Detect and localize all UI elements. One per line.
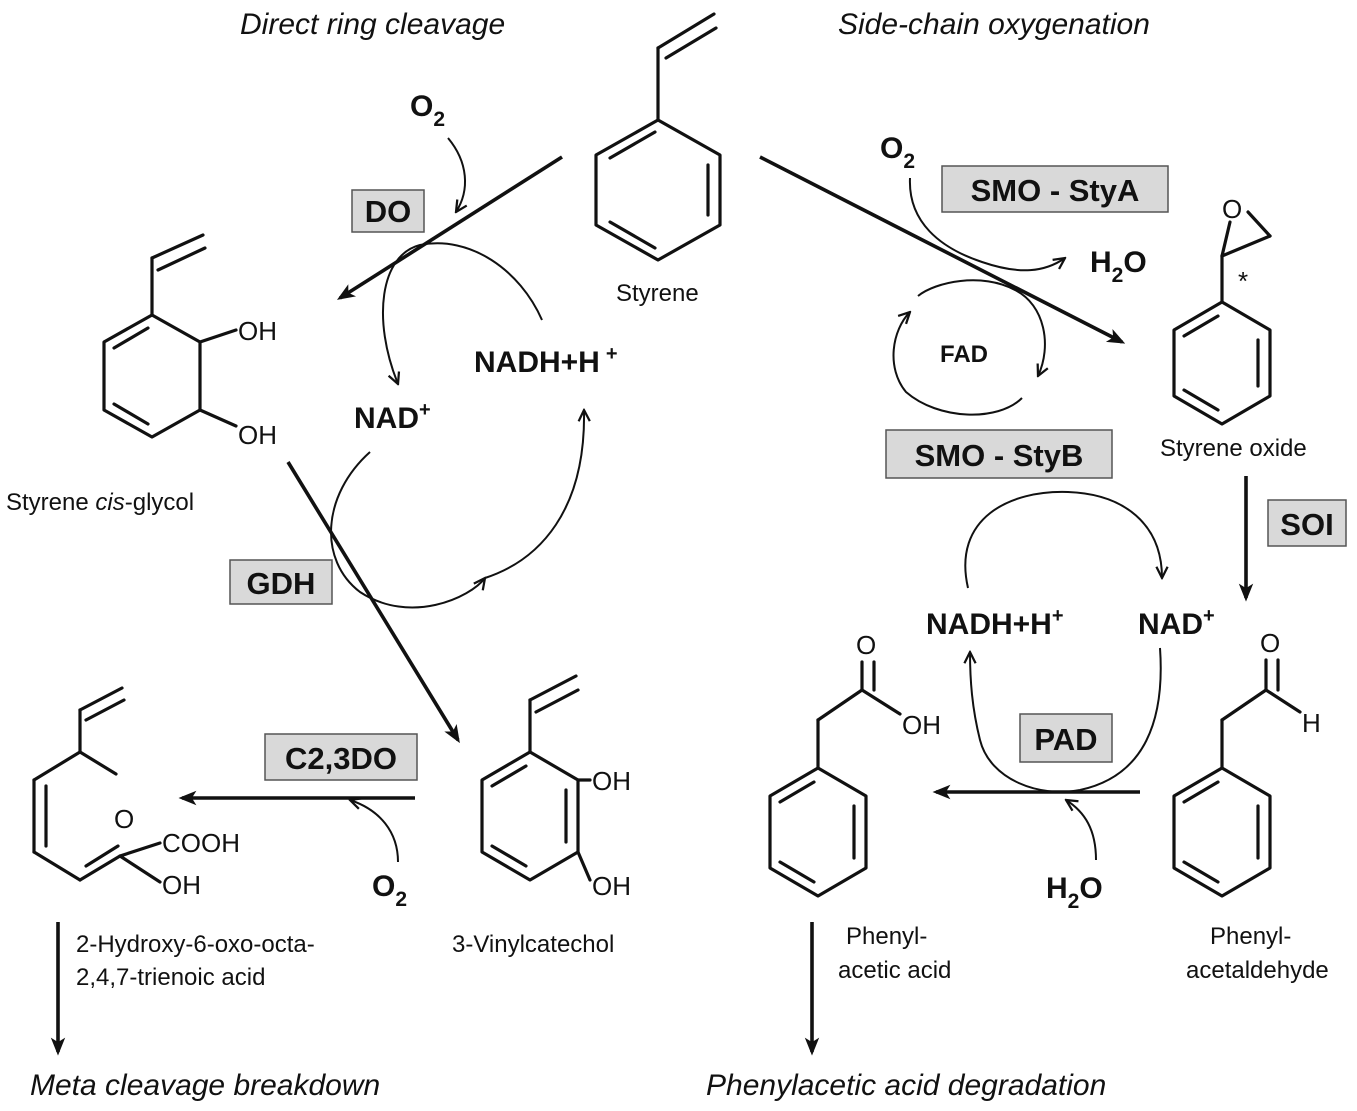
enzyme-c23do: C2,3DO <box>285 741 397 776</box>
atom-oh-trienoic: OH <box>162 870 201 900</box>
label-phenylacetic-line2: acetic acid <box>838 957 951 984</box>
enzyme-box-smo-styb <box>885 429 1113 479</box>
chiral-mark-epoxide: * <box>1238 266 1248 296</box>
label-styrene-cis-glycol: Styrene cis-glycol <box>6 489 194 516</box>
atom-o-aldehyde: O <box>1260 628 1280 658</box>
vinylcatechol-structure <box>480 674 592 882</box>
arrow-nad-to-pad <box>1079 647 1162 791</box>
arrow-h2o-into-pad <box>1066 800 1097 861</box>
arrow-styrene-to-cis-glycol <box>336 155 563 300</box>
styrene-oxide-structure <box>1172 210 1272 426</box>
arrow-fad-cycle-right <box>917 279 1045 376</box>
o2-c23do: O2 <box>372 870 407 911</box>
title-side-chain-oxygenation: Side-chain oxygenation <box>838 8 1150 41</box>
arrow-o2-into-do <box>447 137 465 212</box>
arrow-gdh-to-nadh <box>484 410 584 579</box>
enzyme-smo-styb: SMO - StyB <box>915 438 1084 473</box>
o2-do: O2 <box>410 90 445 131</box>
cofactor-nadh-right: NADH+H+ <box>926 605 1064 641</box>
h2o-smo: H2O <box>1090 246 1147 287</box>
arrow-glycol-to-vinylcatechol <box>286 461 460 744</box>
arrow-o2-into-c23do <box>350 800 399 863</box>
atom-oh-catechol-2: OH <box>592 871 631 901</box>
atom-o-acid: O <box>856 630 876 660</box>
arrow-nadh-to-nad-right <box>964 490 1162 589</box>
atom-oh-catechol-1: OH <box>592 766 631 796</box>
enzyme-box-do <box>351 189 425 233</box>
cofactor-nad-right: NAD+ <box>1138 605 1215 641</box>
enzyme-box-pad <box>1019 713 1113 763</box>
cofactor-nadh-left: NADH+H+ <box>474 343 618 379</box>
atom-o-trienoic: O <box>114 804 134 834</box>
atom-cooh-trienoic: COOH <box>162 828 240 858</box>
enzyme-do: DO <box>365 194 412 229</box>
o2-smo: O2 <box>880 132 915 173</box>
enzyme-box-soi <box>1267 499 1347 547</box>
label-trienoic-line1: 2-Hydroxy-6-oxo-octa- <box>76 931 315 958</box>
h2o-pad: H2O <box>1046 872 1103 913</box>
cofactor-fad: FAD <box>940 341 988 368</box>
styrene-structure <box>594 12 722 262</box>
arrow-nadh-to-nad-do <box>382 242 543 384</box>
atom-h-aldehyde: H <box>1302 708 1321 738</box>
atom-o-epoxide: O <box>1222 194 1242 224</box>
enzyme-box-smo-stya <box>941 165 1169 213</box>
phenylacetic-acid-structure <box>768 660 902 898</box>
enzyme-box-gdh <box>229 559 333 605</box>
cofactor-nad-left: NAD+ <box>354 399 431 435</box>
title-phenylacetic-acid-degradation: Phenylacetic acid degradation <box>706 1069 1106 1102</box>
atom-oh-glycol-1: OH <box>238 316 277 346</box>
atom-oh-glycol-2: OH <box>238 420 277 450</box>
atom-oh-acid: OH <box>902 710 941 740</box>
title-meta-cleavage-breakdown: Meta cleavage breakdown <box>30 1069 380 1102</box>
label-3-vinylcatechol: 3-Vinylcatechol <box>452 931 614 958</box>
phenylacetaldehyde-structure <box>1172 658 1302 898</box>
title-direct-ring-cleavage: Direct ring cleavage <box>240 8 505 41</box>
label-phenylacetic-line1: Phenyl- <box>846 923 927 950</box>
arrow-nad-to-gdh <box>330 451 485 609</box>
enzyme-gdh: GDH <box>247 566 316 601</box>
label-styrene: Styrene <box>616 280 699 307</box>
enzyme-pad: PAD <box>1034 722 1097 757</box>
trienoic-acid-structure <box>32 686 162 884</box>
enzyme-box-c23do <box>264 733 418 781</box>
enzyme-soi: SOI <box>1280 507 1333 542</box>
arrow-fad-cycle-left <box>892 312 1023 416</box>
enzyme-smo-stya: SMO - StyA <box>971 173 1140 208</box>
label-styrene-oxide: Styrene oxide <box>1160 435 1307 462</box>
arrow-styrene-to-oxide <box>759 155 1126 344</box>
label-phenylacetaldehyde-line1: Phenyl- <box>1210 923 1291 950</box>
styrene-cis-glycol-structure <box>102 233 238 439</box>
label-phenylacetaldehyde-line2: acetaldehyde <box>1186 957 1329 984</box>
label-trienoic-line2: 2,4,7-trienoic acid <box>76 964 265 991</box>
arrow-o2-to-h2o-smo <box>908 177 1065 272</box>
